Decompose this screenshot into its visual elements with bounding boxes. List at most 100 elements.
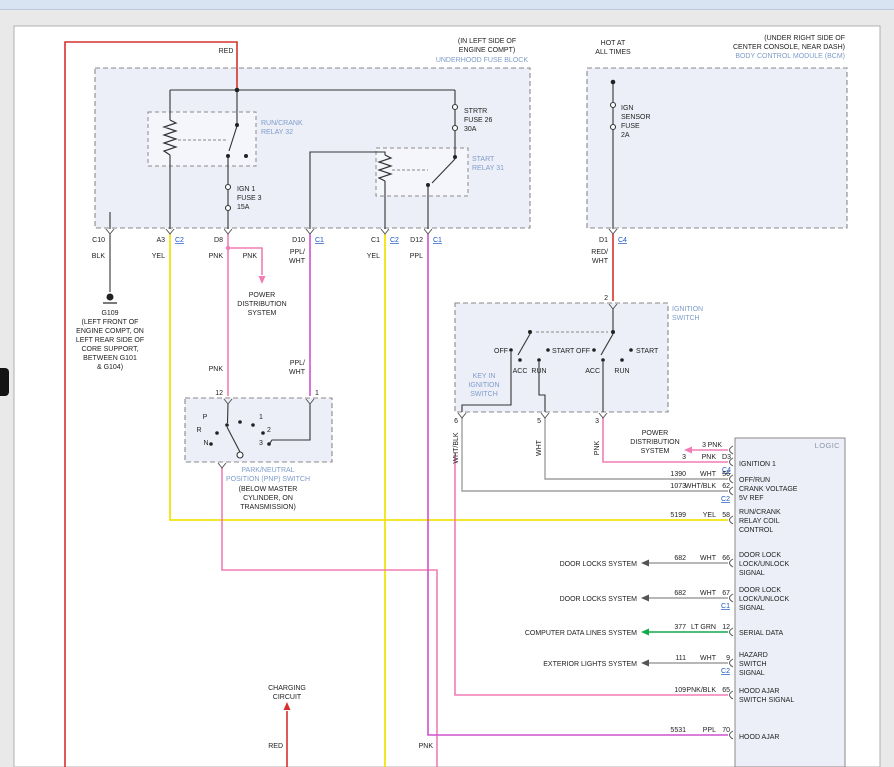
ground-line-5: CORE SUPPORT, xyxy=(81,346,138,353)
row-70-pin: 70 xyxy=(722,727,730,734)
wire-label-blk: BLK xyxy=(92,253,106,260)
hot-at-label-1: HOT AT xyxy=(601,40,626,47)
wire-label-pnk-mid: PNK xyxy=(209,366,224,373)
charging-circuit-label-1: CHARGING xyxy=(268,685,306,692)
row-67-color: WHT xyxy=(700,590,717,597)
connector-link-c1-a[interactable]: C1 xyxy=(315,237,324,244)
row-12-color: LT GRN xyxy=(691,624,716,631)
strtr-fuse-label-3: 30A xyxy=(464,126,477,133)
run-crank-relay-label-2: RELAY 32 xyxy=(261,129,293,136)
row-70-circuit: 5531 xyxy=(670,727,686,734)
ignition-switch-name-2: SWITCH xyxy=(672,315,700,322)
pnp-pin-1: 1 xyxy=(315,390,319,397)
pnp-location-3: TRANSMISSION) xyxy=(240,504,296,511)
row-d3-sys-2: DISTRIBUTION xyxy=(630,439,679,446)
row-67-connector[interactable]: C1 xyxy=(721,603,730,610)
ign-pin-5: 5 xyxy=(537,418,541,425)
ign-sensor-fuse-label-2: SENSOR xyxy=(621,114,651,121)
ground-g109: G109 xyxy=(101,310,118,317)
junction-dots xyxy=(106,79,633,446)
wire-label-pnk-d8: PNK xyxy=(209,253,224,260)
wire-label-red-bottom: RED xyxy=(268,743,283,750)
row-58-signal-2: RELAY COIL xyxy=(739,518,780,525)
row-58-color: YEL xyxy=(703,512,716,519)
yellow-wires xyxy=(169,234,728,767)
bcm-box xyxy=(586,67,848,229)
charging-circuit-arrow-icon xyxy=(283,702,291,710)
side-panel-tab[interactable] xyxy=(0,368,9,396)
row-c4-color: PNK xyxy=(702,454,717,461)
pnp-name-1: PARK/NEUTRAL xyxy=(241,467,294,474)
wire-label-pplwht-1: PPL/ xyxy=(290,249,305,256)
row-12-pin: 12 xyxy=(722,624,730,631)
row-9-circuit: 111 xyxy=(675,655,686,662)
row-62-connector[interactable]: C2 xyxy=(721,496,730,503)
row-d3-color: PNK xyxy=(708,442,723,449)
pnp-pos-p: P xyxy=(203,414,208,421)
relay-linkages xyxy=(178,139,608,333)
ground-symbol xyxy=(106,293,114,301)
power-dist-label-3: SYSTEM xyxy=(248,310,277,317)
row-56-pin: 56 xyxy=(722,471,730,478)
row-62-signal-2: 5V REF xyxy=(739,495,764,502)
ign-pin-6: 6 xyxy=(454,418,458,425)
connector-link-c1-b[interactable]: C1 xyxy=(433,237,442,244)
pnp-pos-1: 1 xyxy=(259,414,263,421)
connector-link-c2-b[interactable]: C2 xyxy=(390,237,399,244)
connector-link-c2-a[interactable]: C2 xyxy=(175,237,184,244)
sw-left-acc: ACC xyxy=(513,368,528,375)
key-in-label-1: KEY IN xyxy=(473,373,496,380)
ignition-switch-name-1: IGNITION xyxy=(672,306,703,313)
start-relay-box xyxy=(375,147,469,197)
charging-circuit-label-2: CIRCUIT xyxy=(273,694,302,701)
pnp-pivot-circle xyxy=(236,451,244,459)
power-dist-label-2: DISTRIBUTION xyxy=(237,301,286,308)
row-65-signal-1: HOOD AJAR xyxy=(739,688,779,695)
row-67-pin: 67 xyxy=(722,590,730,597)
ground-line-2: (LEFT FRONT OF xyxy=(82,319,139,326)
row-9-signal-3: SIGNAL xyxy=(739,670,765,677)
ignition-switch-box xyxy=(454,302,669,413)
run-crank-relay-label-1: RUN/CRANK xyxy=(261,120,303,127)
row-67-circuit: 682 xyxy=(674,590,686,597)
wire-label-pplwht-mid-1: PPL/ xyxy=(290,360,305,367)
row-d3-sys-1: POWER xyxy=(642,430,668,437)
row-58-signal-1: RUN/CRANK xyxy=(739,509,781,516)
key-in-label-3: SWITCH xyxy=(470,391,498,398)
row-56-color: WHT xyxy=(700,471,717,478)
fuse-block-location-2: ENGINE COMPT) xyxy=(459,47,515,54)
row-c4-signal: IGNITION 1 xyxy=(739,461,776,468)
ign1-fuse-label-3: 15A xyxy=(237,204,250,211)
row-12-signal: SERIAL DATA xyxy=(739,630,784,637)
row-d3-sys-3: SYSTEM xyxy=(641,448,670,455)
row-67-signal-2: LOCK/UNLOCK xyxy=(739,596,790,603)
row-9-pin: 9 xyxy=(726,655,730,662)
row-67-signal-3: SIGNAL xyxy=(739,605,765,612)
pin-a3: A3 xyxy=(156,237,165,244)
row-58-pin: 58 xyxy=(722,512,730,519)
ground-line-4: LEFT REAR SIDE OF xyxy=(76,337,144,344)
row-d3-pin: D3 xyxy=(722,454,731,461)
pnp-pin-12: 12 xyxy=(215,390,223,397)
row-70-color: PPL xyxy=(703,727,716,734)
row-c4-circuit: 3 xyxy=(682,454,686,461)
row-62-signal-1: CRANK VOLTAGE xyxy=(739,486,798,493)
start-relay-coil xyxy=(377,154,393,182)
wire-label-redwht-1: RED/ xyxy=(591,249,608,256)
sw-left-run: RUN xyxy=(531,368,546,375)
pnp-switch-box xyxy=(184,397,333,463)
row-62-color: WHT/BLK xyxy=(685,483,716,490)
row-9-connector[interactable]: C2 xyxy=(721,668,730,675)
connector-link-c4[interactable]: C4 xyxy=(618,237,627,244)
power-dist-right-arrow-icon xyxy=(684,446,692,454)
sw-left-start: START xyxy=(552,348,575,355)
pin-c1: C1 xyxy=(371,237,380,244)
sw-right-run: RUN xyxy=(614,368,629,375)
ign-sensor-fuse-label-3: FUSE xyxy=(621,123,640,130)
pnp-location-2: CYLINDER, ON xyxy=(243,495,293,502)
row-c4-connector[interactable]: C4 xyxy=(722,467,731,474)
fuse-block-location-1: (IN LEFT SIDE OF xyxy=(458,38,516,45)
pink-wires xyxy=(221,234,728,767)
row-62-pin: 62 xyxy=(722,483,730,490)
row-d3-circuit: 3 xyxy=(702,442,706,449)
